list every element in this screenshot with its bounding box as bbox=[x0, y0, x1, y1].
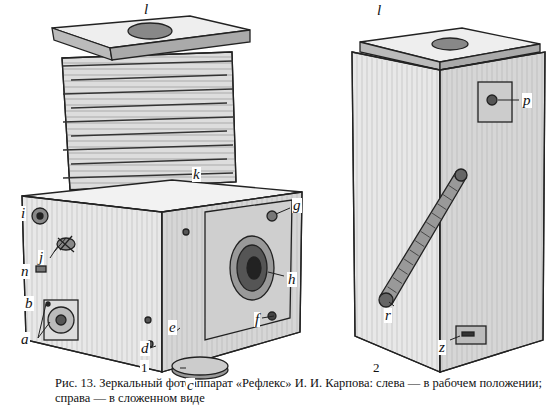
stroke-repeat bbox=[399, 268, 408, 274]
stroke-repeat bbox=[421, 231, 430, 237]
figure-caption: Рис. 13. Зеркальный фотоаппарат «Рефлекс… bbox=[55, 376, 553, 406]
stroke-repeat bbox=[63, 61, 233, 66]
callout-letter: g bbox=[292, 198, 302, 213]
stroke-repeat bbox=[71, 159, 227, 164]
stroke-repeat bbox=[426, 222, 435, 228]
stroke-repeat bbox=[63, 117, 233, 122]
callout-letter: a bbox=[20, 332, 30, 347]
callout-letter: k bbox=[192, 167, 201, 182]
stroke-repeat bbox=[71, 75, 227, 80]
stroke-repeat bbox=[432, 213, 441, 219]
stroke-repeat bbox=[393, 278, 402, 284]
view-number: 2 bbox=[372, 360, 381, 375]
stroke-repeat bbox=[71, 131, 227, 136]
stroke-repeat bbox=[437, 204, 446, 210]
callout-letter: f bbox=[254, 312, 260, 327]
callout-letter: c bbox=[186, 378, 195, 393]
stroke-repeat bbox=[443, 194, 452, 200]
callout-letter: p bbox=[522, 93, 532, 108]
callout-letter: j bbox=[38, 250, 44, 265]
stroke-repeat bbox=[410, 250, 419, 256]
callout-letter: z bbox=[438, 340, 446, 355]
callout-letter: b bbox=[24, 296, 34, 311]
stroke-repeat bbox=[448, 185, 457, 191]
callout-letter: i bbox=[20, 206, 26, 221]
stroke-repeat bbox=[415, 241, 424, 247]
callout-letter: n bbox=[20, 264, 30, 279]
callout-letter: e bbox=[168, 320, 177, 335]
callout-letter: d bbox=[140, 341, 150, 356]
stroke-repeat bbox=[404, 259, 413, 265]
stroke-repeat bbox=[71, 103, 227, 108]
callout-letter: h bbox=[287, 272, 297, 287]
stroke-repeat bbox=[388, 287, 397, 293]
camera-open bbox=[22, 16, 302, 379]
stroke-repeat bbox=[63, 145, 233, 150]
callout-letter: l bbox=[143, 2, 149, 17]
callout-letter: r bbox=[384, 308, 392, 323]
view-number: 1 bbox=[140, 360, 149, 375]
stroke-repeat bbox=[63, 173, 233, 178]
stroke-repeat bbox=[63, 89, 233, 94]
camera-folded bbox=[352, 28, 545, 372]
callout-letter: l bbox=[376, 3, 382, 18]
